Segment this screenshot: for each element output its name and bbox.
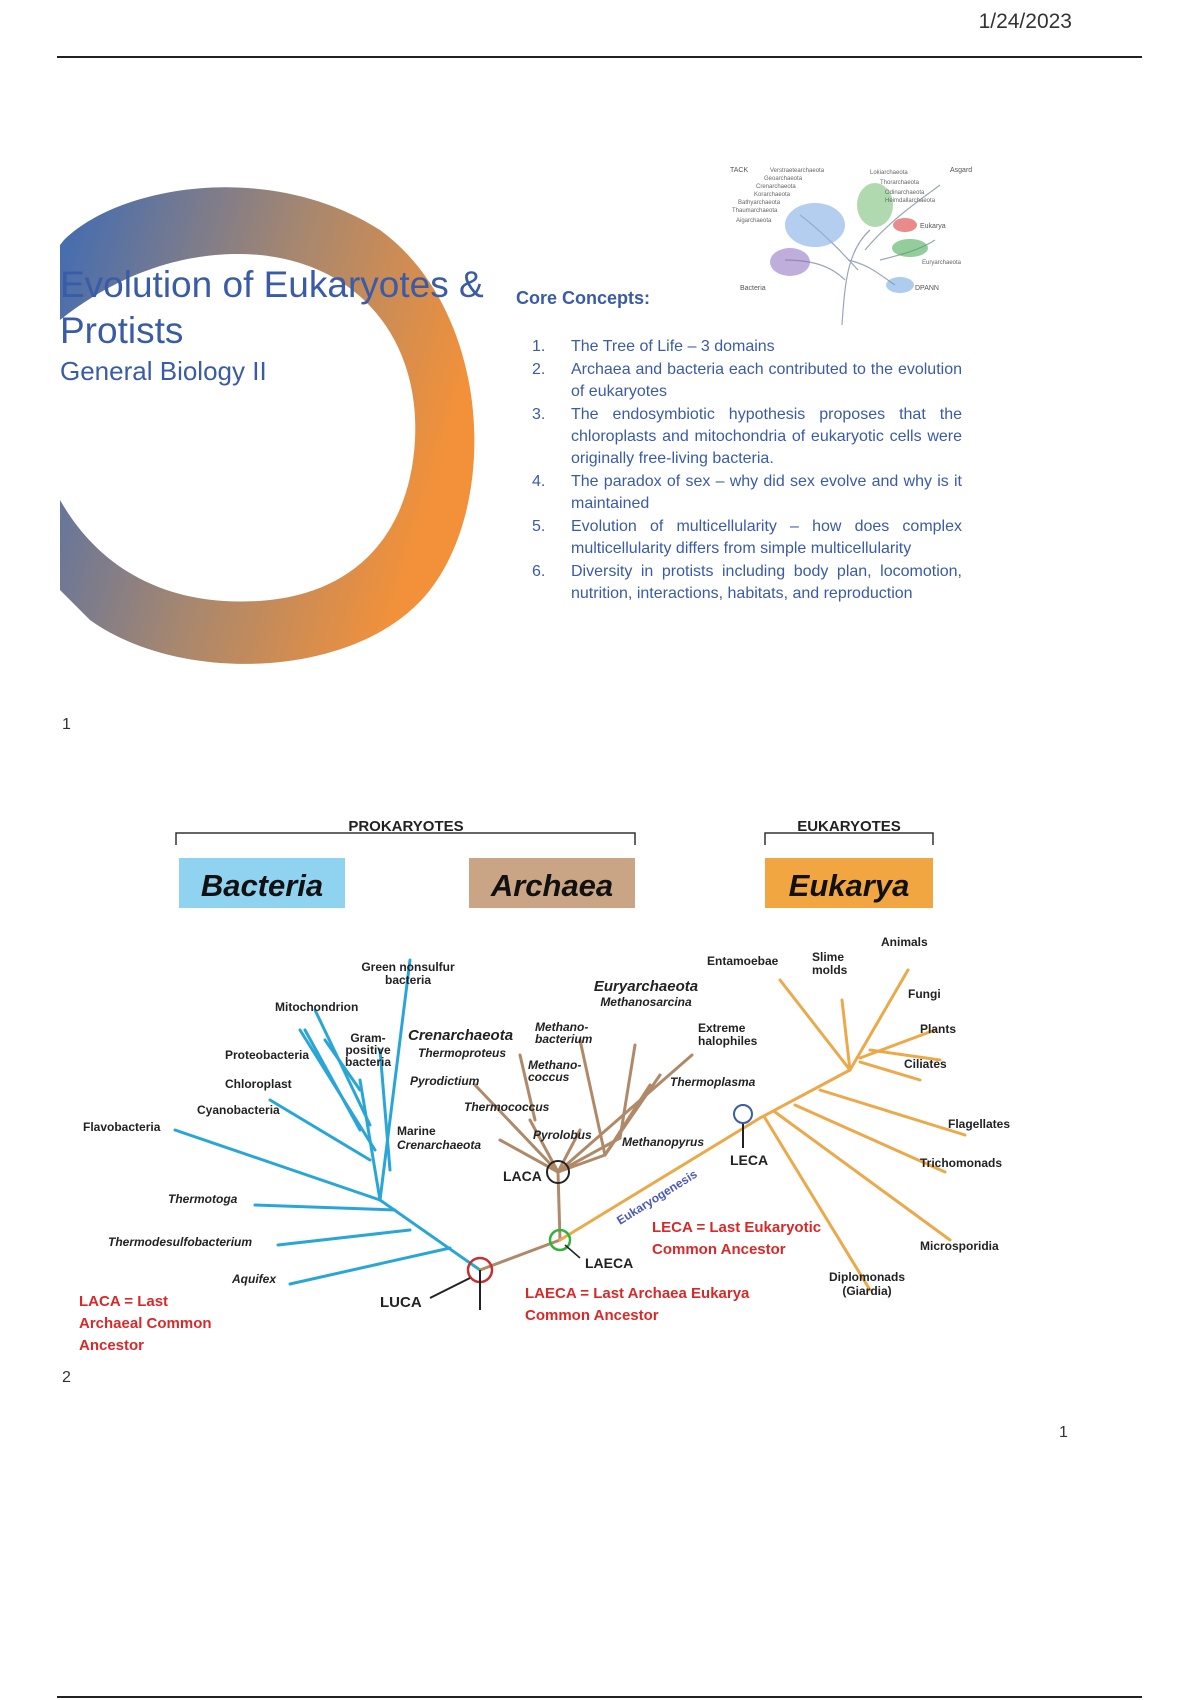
thumb-bacteria-label: Bacteria <box>740 285 766 292</box>
label-green-nonsulfur: Green nonsulfur <box>361 960 455 974</box>
eukarya-domain-label: Eukarya <box>789 868 910 903</box>
core-concepts-list: 1.The Tree of Life – 3 domains 2.Archaea… <box>532 336 962 606</box>
def-laca: LACA = Last <box>79 1293 168 1310</box>
thumb-tack-item: Aigarchaeota <box>736 218 772 224</box>
thumb-tack-item: Bathyarchaeota <box>738 200 781 206</box>
label-extreme-halophiles: halophiles <box>698 1034 758 1048</box>
bacteria-domain-label: Bacteria <box>201 868 323 903</box>
thumb-asgard-item: Lokiarchaeota <box>870 170 908 176</box>
title-ring-graphic <box>60 170 480 680</box>
label-diplomonads: Diplomonads <box>829 1270 905 1284</box>
label-thermoplasma: Thermoplasma <box>670 1075 756 1089</box>
def-laca: Ancestor <box>79 1337 144 1354</box>
slide2-number: 2 <box>62 1369 71 1387</box>
thumb-dpann-label: DPANN <box>915 285 939 292</box>
label-cyanobacteria: Cyanobacteria <box>197 1103 280 1117</box>
def-leca: Common Ancestor <box>652 1241 786 1258</box>
concept-item: 5.Evolution of multicellularity – how do… <box>532 516 962 560</box>
concept-item: 3.The endosymbiotic hypothesis proposes … <box>532 404 962 470</box>
thumb-tack-item: Korarchaeota <box>754 192 791 198</box>
concept-item: 1.The Tree of Life – 3 domains <box>532 336 962 358</box>
label-microsporidia: Microsporidia <box>920 1239 999 1253</box>
page-number: 1 <box>1059 1424 1068 1442</box>
eukaryotes-label: EUKARYOTES <box>797 818 901 835</box>
label-flagellates: Flagellates <box>948 1117 1010 1131</box>
leca-node <box>734 1105 752 1123</box>
label-extreme-halophiles: Extreme <box>698 1021 746 1035</box>
label-pyrolobus: Pyrolobus <box>533 1128 592 1142</box>
label-fungi: Fungi <box>908 987 941 1001</box>
thumb-asgard-item: Thorarchaeota <box>880 180 920 186</box>
thumb-tack-item: Geoarchaeota <box>764 176 803 182</box>
label-ciliates: Ciliates <box>904 1057 947 1071</box>
thumb-tack-item: Crenarchaeota <box>756 184 796 190</box>
thumb-asgard-item: Odinarchaeota <box>885 190 925 196</box>
slide1-subtitle: General Biology II <box>60 356 267 387</box>
phylogenetic-tree-diagram: PROKARYOTES EUKARYOTES Bacteria Archaea … <box>60 800 1060 1360</box>
label-chloroplast: Chloroplast <box>225 1077 292 1091</box>
label-thermotoga: Thermotoga <box>168 1192 238 1206</box>
thumb-tack-item: Thaumarchaeota <box>732 208 778 214</box>
label-trichomonads: Trichomonads <box>920 1156 1002 1170</box>
core-concepts-heading: Core Concepts: <box>516 288 650 309</box>
label-slime-molds: Slime <box>812 950 844 964</box>
slide1-title: Evolution of Eukaryotes & Protists <box>60 262 490 354</box>
label-leca: LECA <box>730 1152 768 1168</box>
label-marine-crenarchaeota: Crenarchaeota <box>397 1138 481 1152</box>
concept-item: 6.Diversity in protists including body p… <box>532 561 962 605</box>
label-green-nonsulfur: bacteria <box>385 973 431 987</box>
label-methanobacterium: bacterium <box>535 1032 593 1046</box>
label-entamoebae: Entamoebae <box>707 954 779 968</box>
thumb-eukarya-label: Eukarya <box>920 223 946 230</box>
label-marine-crenarchaeota: Marine <box>397 1124 436 1138</box>
tree-of-life-thumbnail: TACK Asgard Verstraetearchaeota Geoarcha… <box>730 160 990 325</box>
header-rule <box>57 56 1142 58</box>
label-laca: LACA <box>503 1168 542 1184</box>
def-leca: LECA = Last Eukaryotic <box>652 1219 821 1236</box>
thumb-asgard-item: Heimdallarchaeota <box>885 198 936 204</box>
label-thermodesulfobacterium: Thermodesulfobacterium <box>108 1235 252 1249</box>
label-flavobacteria: Flavobacteria <box>83 1120 161 1134</box>
label-methanopyrus: Methanopyrus <box>622 1135 704 1149</box>
label-gram-positive: bacteria <box>345 1055 391 1069</box>
def-laeca: LAECA = Last Archaea Eukarya <box>525 1285 750 1302</box>
concept-item: 4.The paradox of sex – why did sex evolv… <box>532 471 962 515</box>
label-methanococcus: coccus <box>528 1070 570 1084</box>
label-proteobacteria: Proteobacteria <box>225 1048 309 1062</box>
def-laeca: Common Ancestor <box>525 1307 659 1324</box>
label-animals: Animals <box>881 935 928 949</box>
label-thermoproteus: Thermoproteus <box>418 1046 506 1060</box>
concept-item: 2.Archaea and bacteria each contributed … <box>532 359 962 403</box>
label-methanosarcina: Methanosarcina <box>600 995 692 1009</box>
label-pyrodictium: Pyrodictium <box>410 1074 480 1088</box>
thumb-asgard-label: Asgard <box>950 167 972 174</box>
label-thermococcus: Thermococcus <box>464 1100 550 1114</box>
document-date: 1/24/2023 <box>979 10 1072 34</box>
prokaryotes-label: PROKARYOTES <box>348 818 463 835</box>
footer-rule <box>57 1696 1142 1698</box>
slide1-number: 1 <box>62 716 71 734</box>
thumb-euryarchaeota-label: Euryarchaeota <box>922 260 962 266</box>
label-slime-molds: molds <box>812 963 848 977</box>
label-laeca: LAECA <box>585 1255 633 1271</box>
label-aquifex: Aquifex <box>231 1272 277 1286</box>
thumb-tack-label: TACK <box>730 167 748 174</box>
thumb-tack-item: Verstraetearchaeota <box>770 168 825 174</box>
label-crenarchaeota: Crenarchaeota <box>408 1027 513 1044</box>
label-plants: Plants <box>920 1022 956 1036</box>
label-euryarchaeota: Euryarchaeota <box>594 978 698 995</box>
def-laca: Archaeal Common <box>79 1315 212 1332</box>
label-diplomonads: (Giardia) <box>842 1284 891 1298</box>
label-luca: LUCA <box>380 1294 422 1311</box>
label-mitochondrion: Mitochondrion <box>275 1000 358 1014</box>
archaea-domain-label: Archaea <box>490 868 613 903</box>
